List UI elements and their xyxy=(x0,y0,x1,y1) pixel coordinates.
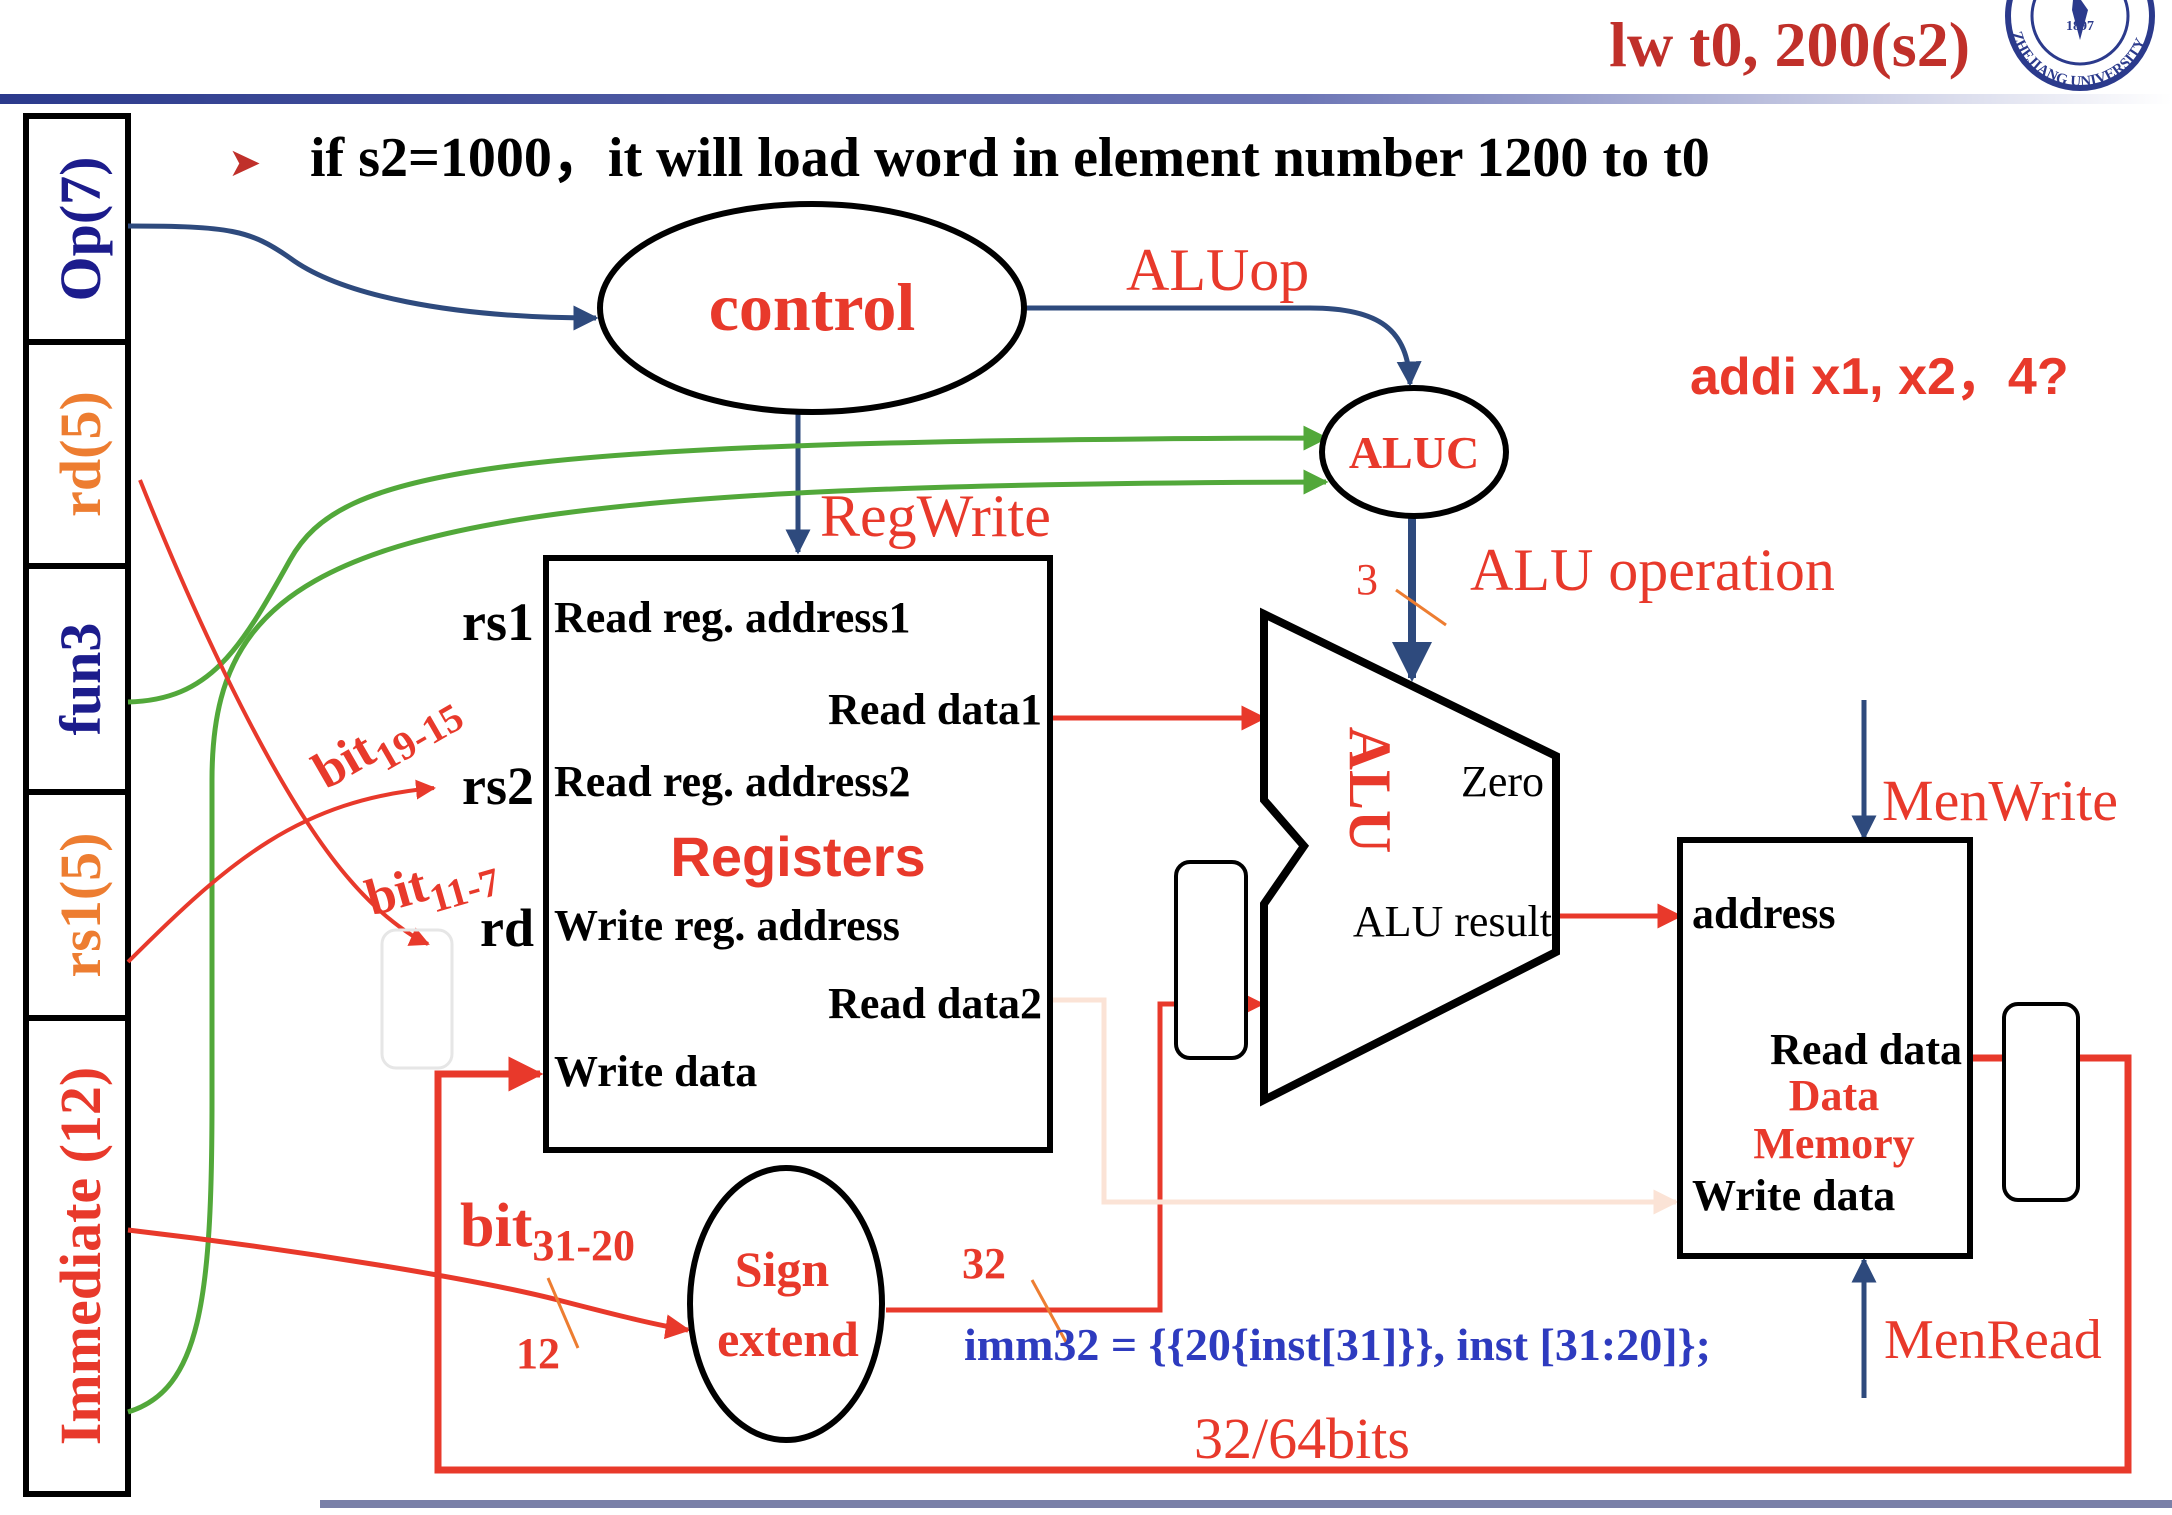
wire-aluop xyxy=(1024,305,1422,387)
mem-read-data: Read data xyxy=(1770,1025,1962,1074)
header-bar xyxy=(0,94,2172,104)
data-memory xyxy=(1677,837,1973,1259)
register-file xyxy=(543,555,1053,1153)
bit-label-imm: bit31-20 xyxy=(460,1192,635,1270)
bullet-marker: ➤ xyxy=(228,141,262,185)
mem-write-data: Write data xyxy=(1692,1171,1895,1220)
alu-label: ALU xyxy=(1337,727,1403,854)
reg-write-addr: Write reg. address xyxy=(554,901,900,950)
mem-title-1: Data xyxy=(1789,1071,1879,1120)
field-rs1: rs1(5) xyxy=(48,833,113,978)
svg-text:bit31-20: bit31-20 xyxy=(460,1192,635,1270)
svg-text:1897: 1897 xyxy=(2066,19,2094,34)
wire-imm-signext xyxy=(127,1227,691,1340)
reg-read-data1: Read data1 xyxy=(828,685,1042,734)
reg-title: Registers xyxy=(670,825,925,888)
width-tick-imm xyxy=(546,1277,580,1349)
wire-writeback xyxy=(434,1054,2132,1474)
sign-extend-unit xyxy=(687,1165,885,1443)
memread-label: MenRead xyxy=(1884,1309,2102,1371)
mem-title-2: Memory xyxy=(1753,1119,1914,1168)
alu-zero: Zero xyxy=(1461,757,1544,806)
footer-bar xyxy=(320,1500,2172,1508)
wire-op-control xyxy=(127,223,599,331)
bullet-text: if s2=1000，it will load word in element … xyxy=(310,127,1710,189)
control-unit xyxy=(597,201,1027,415)
reg-read-data2: Read data2 xyxy=(828,979,1042,1028)
field-rd: rd(5) xyxy=(48,391,113,517)
reg-read-addr2: Read reg. address2 xyxy=(554,757,911,806)
alu-unit xyxy=(1260,607,1560,1107)
regwrite-label: RegWrite xyxy=(820,483,1051,549)
mux-rd-faint xyxy=(380,928,454,1070)
reg-read-addr1: Read reg. address1 xyxy=(554,593,911,642)
port-rd: rd xyxy=(480,898,534,958)
aluop-label: ALUop xyxy=(1126,237,1309,303)
aluc-label: ALUC xyxy=(1349,427,1479,478)
alu-result: ALU result xyxy=(1353,897,1552,946)
signext-line1: Sign xyxy=(735,1241,830,1297)
mem-address: address xyxy=(1692,889,1835,938)
side-question: addi x1, x2，4? xyxy=(1690,348,2069,406)
bit-label-rs2: bit19-15 xyxy=(304,674,471,810)
university-logo: 1897 ZHEJIANG UNIVERSITY xyxy=(2005,0,2155,91)
memwrite-label: MenWrite xyxy=(1882,768,2118,833)
field-op: Op(7) xyxy=(48,157,113,302)
port-rs2: rs2 xyxy=(462,756,534,816)
imm32-formula: imm32 = {{20{inst[31]}}, inst [31:20]}; xyxy=(964,1319,1711,1370)
mux-alu-src xyxy=(1174,860,1248,1060)
port-rs1: rs1 xyxy=(462,592,534,652)
width-tick-alu-operation xyxy=(1395,588,1447,627)
width-32: 32 xyxy=(962,1239,1006,1288)
writeback-width: 32/64bits xyxy=(1194,1406,1410,1471)
instruction-fields: Op(7) rd(5) fun3 rs1(5) Immediate (12) xyxy=(23,113,131,1497)
signext-line2: extend xyxy=(717,1311,859,1367)
wire-readdata2-memwrite xyxy=(1050,997,1679,1215)
aluc-unit xyxy=(1319,385,1509,519)
control-label: control xyxy=(709,269,916,345)
field-immediate: Immediate (12) xyxy=(48,1067,113,1446)
field-fun3: fun3 xyxy=(48,623,113,736)
aluc-bits: 3 xyxy=(1356,555,1378,604)
width-tick-imm32 xyxy=(1030,1279,1068,1343)
reg-write-data: Write data xyxy=(554,1047,757,1096)
alu-operation-label: ALU operation xyxy=(1470,537,1835,603)
wire-rs2 xyxy=(126,779,436,964)
mux-memtoreg xyxy=(2002,1002,2080,1202)
wire-imm-aluc xyxy=(127,469,1329,1415)
svg-text:bit19-15: bit19-15 xyxy=(304,674,471,810)
slide-title: lw t0, 200(s2) xyxy=(1609,9,1970,80)
width-12: 12 xyxy=(516,1329,560,1378)
